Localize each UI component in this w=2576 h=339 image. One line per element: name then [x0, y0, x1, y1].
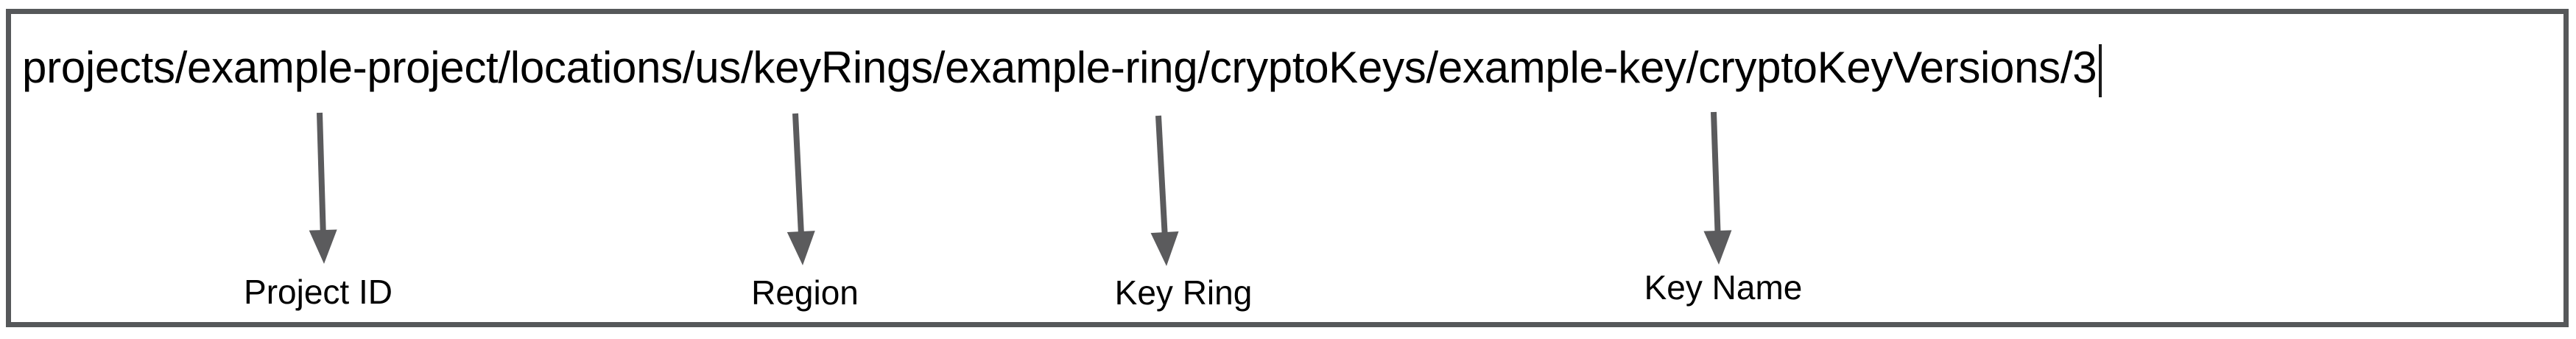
resource-path-box [6, 9, 2569, 327]
annotation-label-key-ring: Key Ring [1114, 273, 1253, 312]
resource-path-input[interactable]: projects/example-project/locations/us/ke… [22, 43, 2102, 97]
text-cursor [2099, 44, 2102, 97]
resource-path-text: projects/example-project/locations/us/ke… [22, 43, 2097, 92]
annotation-label-key-name: Key Name [1644, 268, 1803, 307]
annotation-label-project-id: Project ID [244, 273, 393, 311]
annotation-label-region: Region [751, 273, 859, 312]
